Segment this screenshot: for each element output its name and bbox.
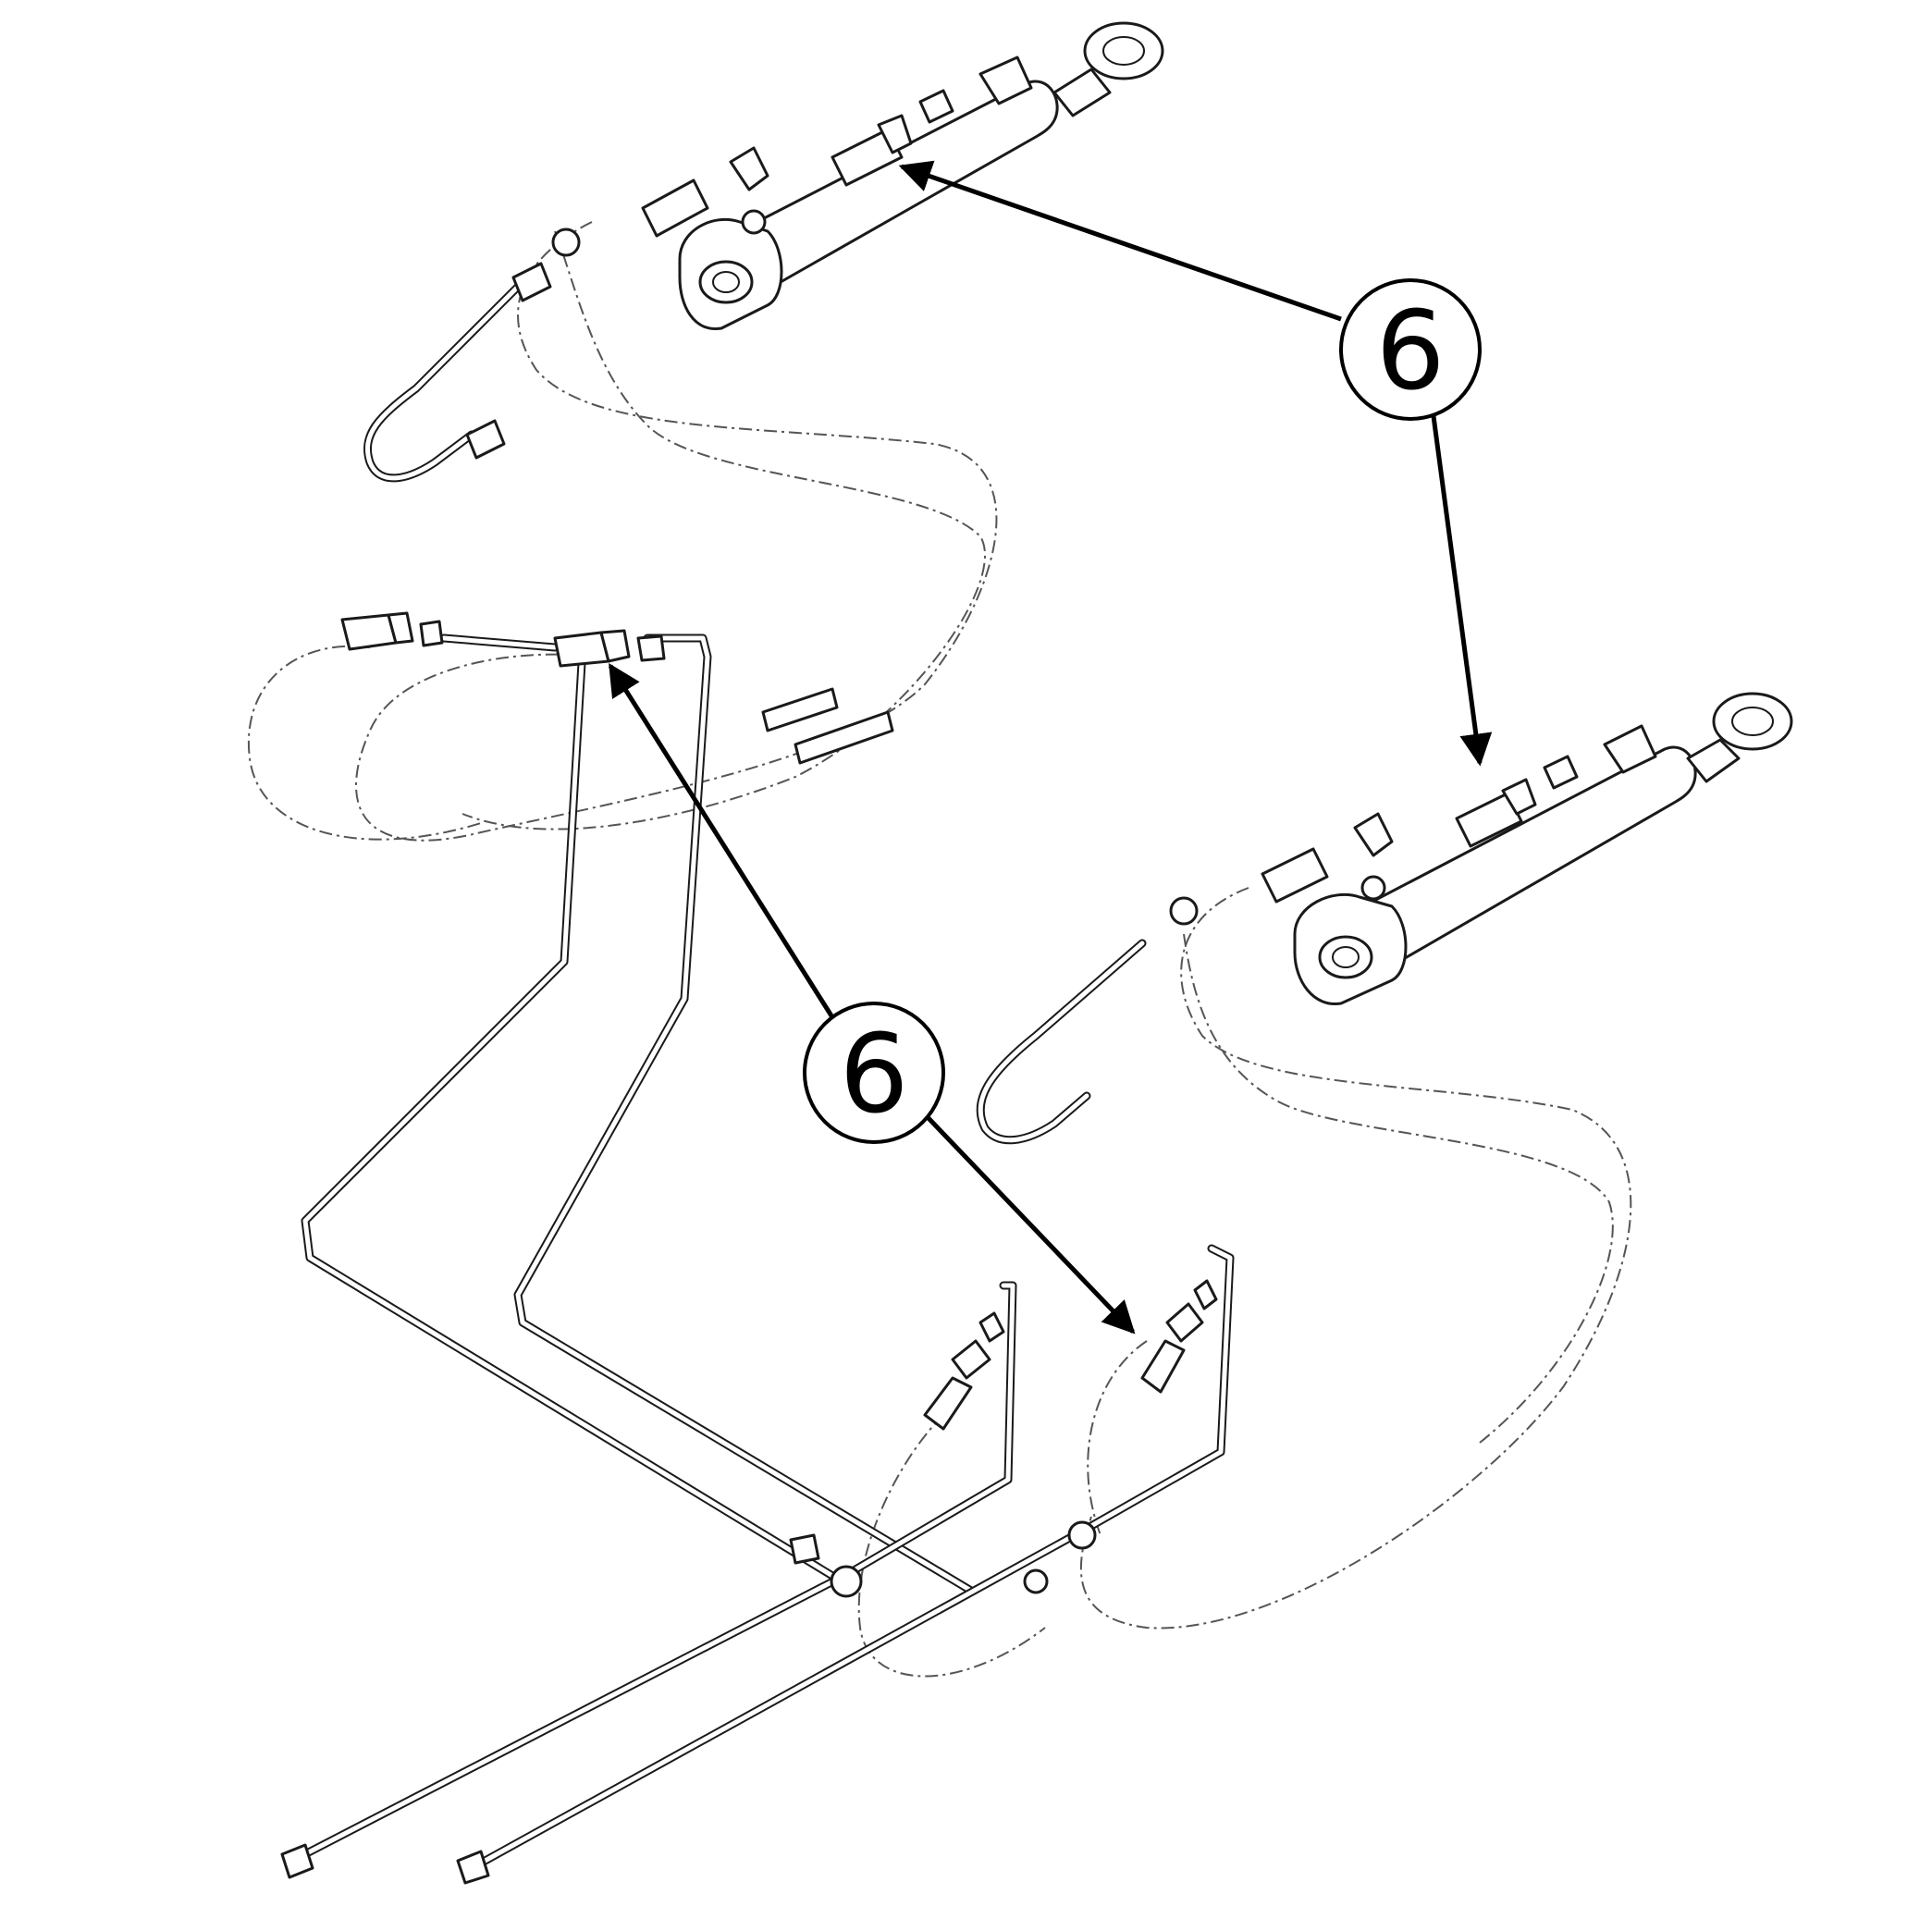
lower-hydraulic-cylinder	[1169, 692, 1793, 1005]
bottom-fittings	[280, 1279, 1218, 1885]
callout-6-lower: 6	[608, 663, 1136, 1334]
hose-lines	[247, 221, 1632, 1678]
steel-pipes	[291, 273, 1235, 1873]
callout-label: 6	[839, 1010, 908, 1138]
leader-line-up-left	[898, 160, 1342, 322]
callout-label: 6	[1375, 287, 1445, 414]
middle-fittings	[340, 611, 894, 765]
leader-line-down	[1431, 415, 1493, 767]
callout-circle	[803, 1002, 945, 1144]
callout-6-upper: 6	[898, 160, 1493, 767]
leader-line-up	[608, 663, 835, 1019]
upper-hydraulic-cylinder	[465, 21, 1164, 460]
leader-line-down-right	[923, 1113, 1136, 1334]
callout-circle	[1339, 278, 1482, 421]
